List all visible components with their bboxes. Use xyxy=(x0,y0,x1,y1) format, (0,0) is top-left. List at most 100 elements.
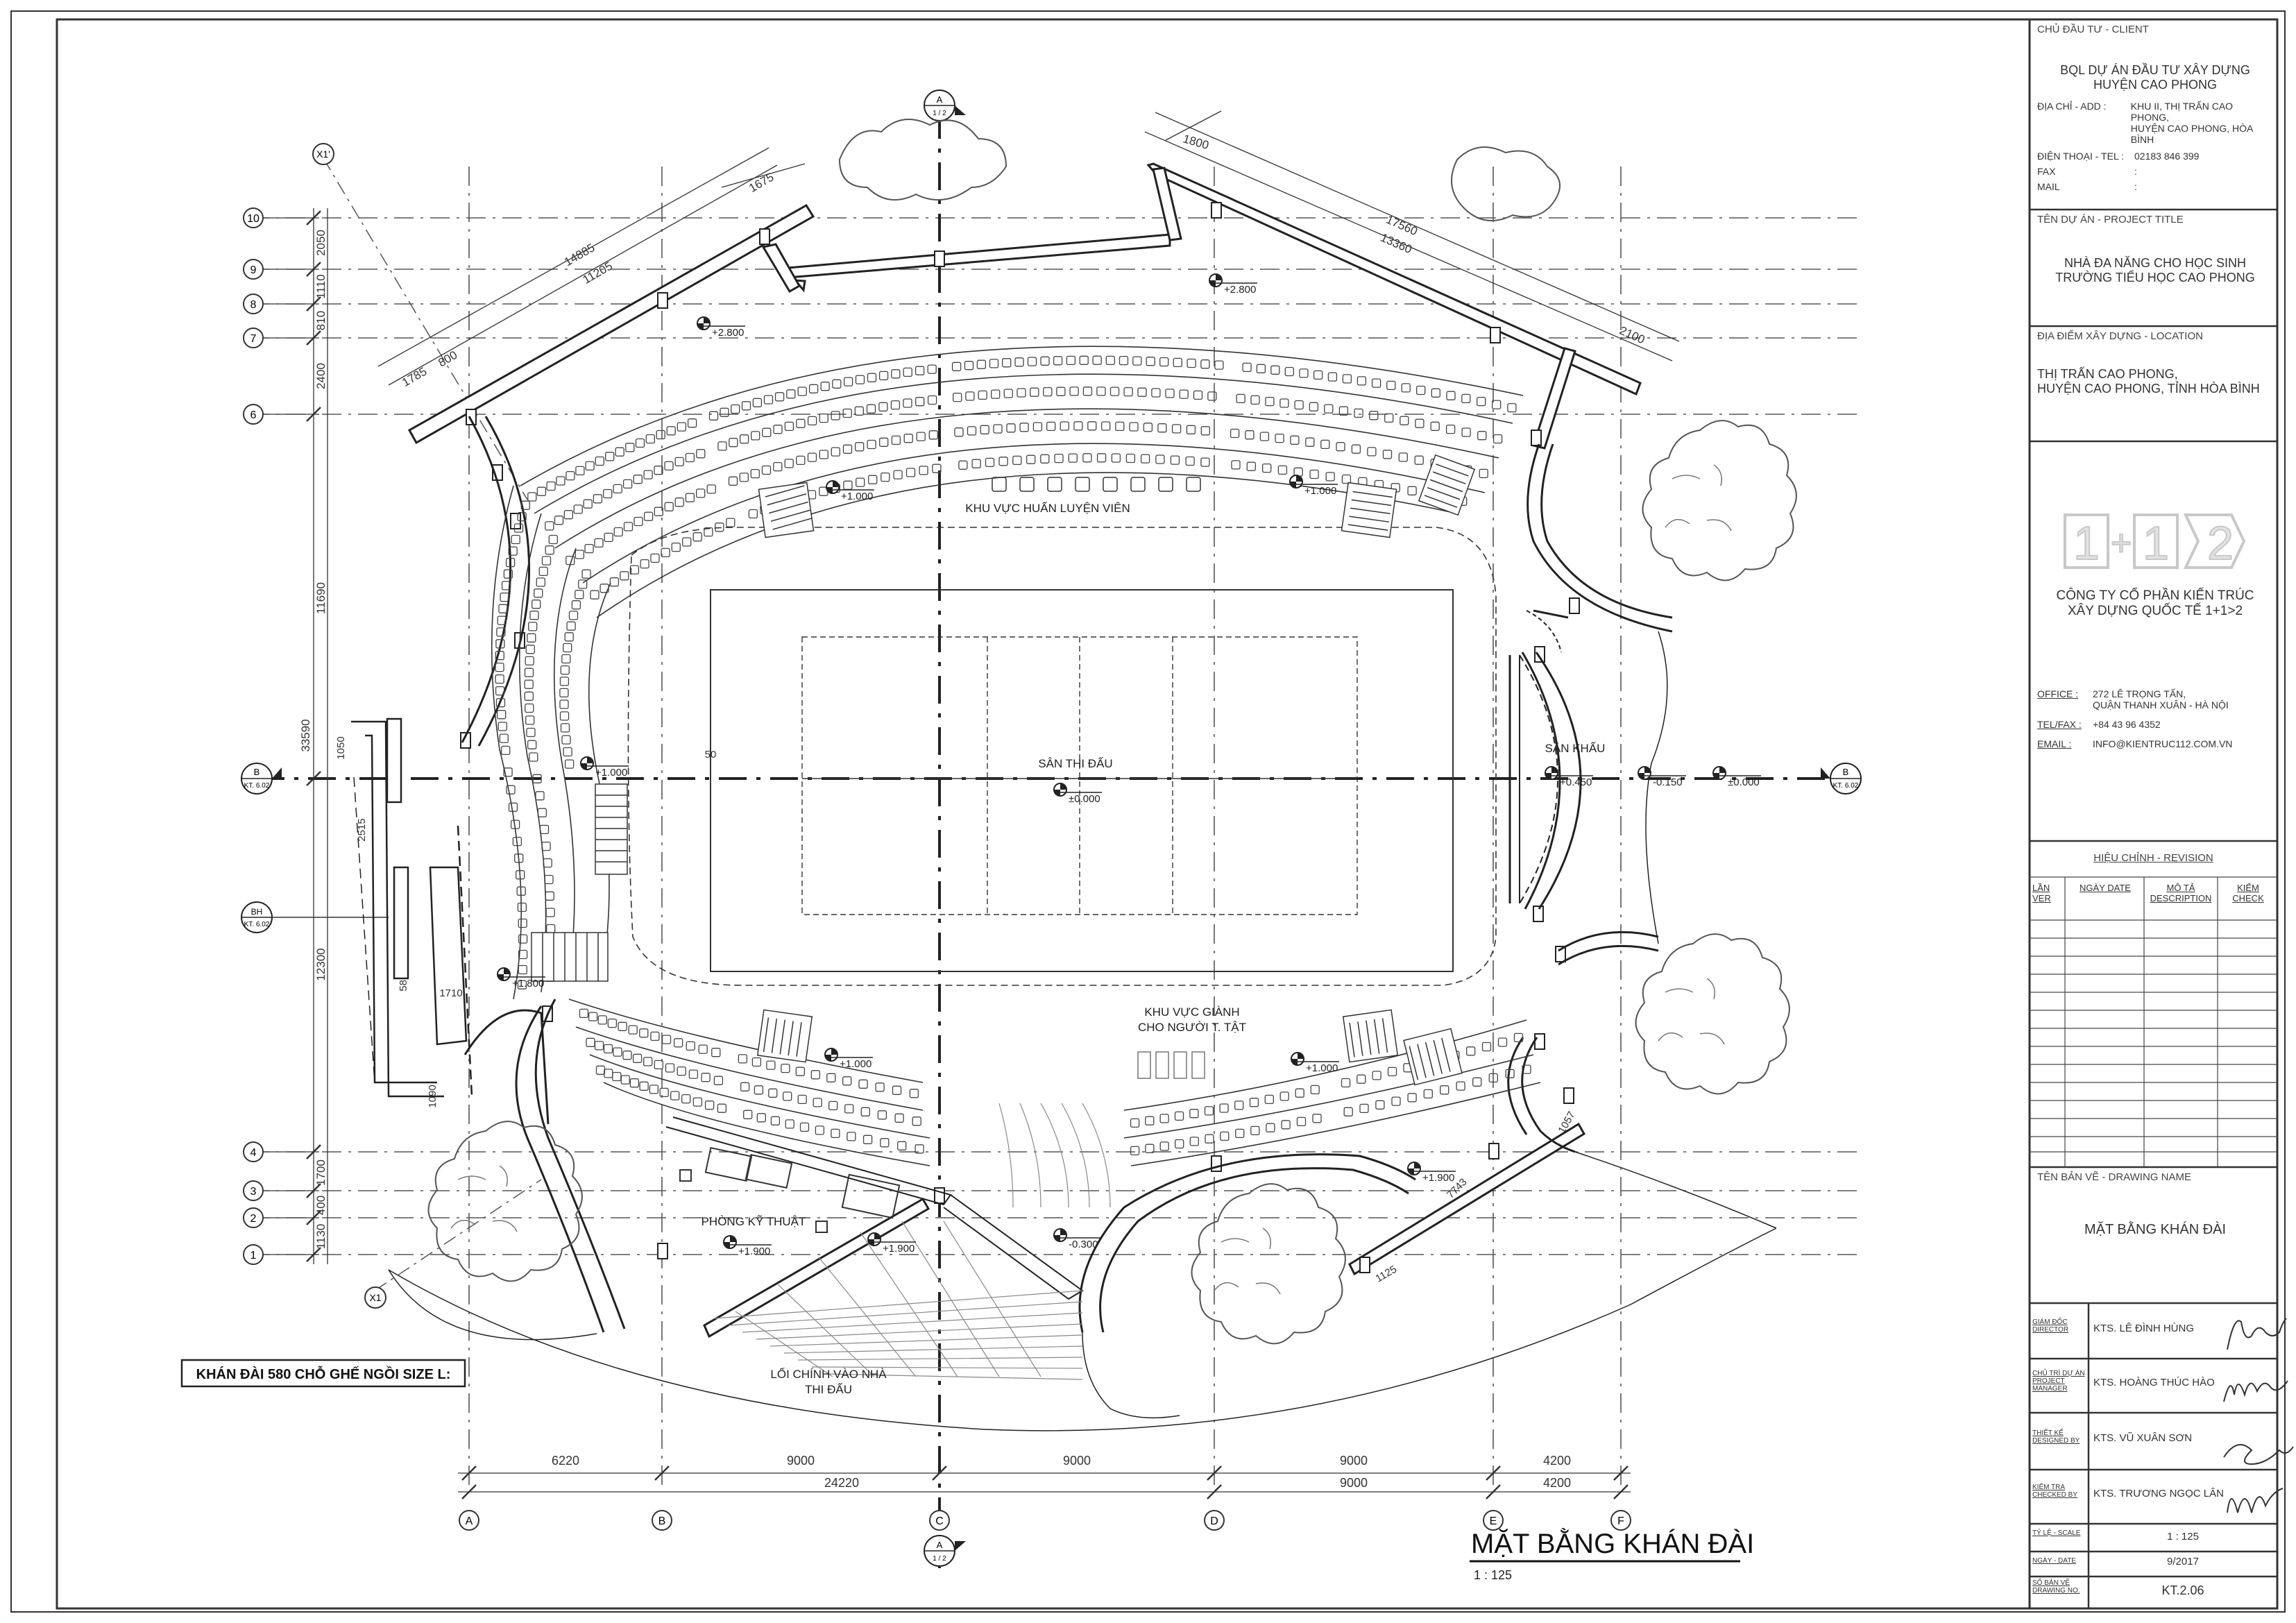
svg-text:+1.000: +1.000 xyxy=(1304,485,1336,497)
seat-icon xyxy=(1140,454,1150,464)
dimension-chain-bottom xyxy=(458,1465,1631,1499)
seat-icon xyxy=(1351,444,1361,454)
title-block-frame xyxy=(2030,208,2277,1608)
seat-icon xyxy=(603,1044,613,1054)
label-disabled-area: KHU VỰC GIÀNH xyxy=(1144,1005,1239,1019)
seat-icon xyxy=(855,442,865,452)
label-main-entry-2: THI ĐẤU xyxy=(805,1383,852,1396)
revision-col-description: MÔ TẢ DESCRIPTION xyxy=(2150,883,2212,903)
seat-icon xyxy=(919,466,928,475)
seat-icon xyxy=(664,502,674,511)
seat-icon xyxy=(1143,423,1153,432)
seat-icon xyxy=(681,1094,691,1104)
seat-icon xyxy=(536,486,547,496)
seat-icon xyxy=(643,470,653,479)
seat-icon xyxy=(1367,447,1377,457)
seat-icon xyxy=(1043,386,1053,397)
seat-icon xyxy=(964,361,974,371)
seat-icon xyxy=(796,418,806,428)
seat-icon xyxy=(1295,1088,1304,1098)
seat-icon xyxy=(713,1076,724,1085)
svg-text:B: B xyxy=(1843,767,1849,777)
seat-icon xyxy=(529,752,538,762)
seat-icon xyxy=(867,439,876,450)
label-stage: SÂN KHẤU xyxy=(1545,742,1606,755)
seat-icon xyxy=(893,470,903,479)
seat-icon xyxy=(1384,413,1394,423)
seat-icon xyxy=(692,1097,703,1107)
seat-icon xyxy=(751,1057,762,1067)
email-label: EMAIL : xyxy=(2037,738,2072,749)
seat-icon xyxy=(620,1075,630,1085)
telfax-label: TEL/FAX : xyxy=(2037,719,2082,730)
seat-icon xyxy=(594,538,604,548)
seat-icon xyxy=(743,1110,753,1119)
seat-icon xyxy=(1125,453,1136,464)
seat-icon xyxy=(1185,456,1195,466)
seat-icon xyxy=(1234,1101,1244,1110)
seat-icon xyxy=(847,1132,856,1141)
seat-icon xyxy=(1002,358,1012,368)
svg-text:+0.450: +0.450 xyxy=(1560,776,1592,788)
seat-icon xyxy=(559,688,569,698)
client-mail-label: MAIL xyxy=(2037,181,2060,192)
seat-icon xyxy=(1082,453,1092,463)
svg-text:400: 400 xyxy=(314,1196,328,1215)
seat-icon xyxy=(741,401,751,411)
signature-checker xyxy=(2227,1488,2284,1513)
sig-role-designer: THIẾT KẾ DESIGNED BY xyxy=(2032,1429,2080,1445)
company-name: CÔNG TY CỔ PHẦN KIẾN TRÚC xyxy=(2056,588,2254,603)
seat-icon xyxy=(881,472,890,482)
seat-icon xyxy=(571,600,581,610)
seat-icon xyxy=(564,632,574,642)
seat-icon xyxy=(748,509,758,519)
seat-icon xyxy=(1204,1106,1214,1116)
seat-icon xyxy=(844,1104,854,1114)
seat-icon xyxy=(905,468,916,477)
seat-icon xyxy=(539,824,550,835)
level-mark: +1.000 xyxy=(826,480,874,502)
client-address-label: ĐỊA CHỈ - ADD : xyxy=(2037,101,2107,112)
seat-icon xyxy=(593,494,603,504)
seat-icon xyxy=(532,600,541,609)
seat-icon xyxy=(528,622,538,631)
seat-icon xyxy=(1111,453,1121,463)
seat-icon xyxy=(1477,431,1487,441)
tree-top-left xyxy=(838,119,1007,201)
seat-icon xyxy=(762,427,772,437)
seat-icon xyxy=(525,703,534,713)
seat-icon xyxy=(976,359,987,369)
seat-note: KHÁN ĐÀI 580 CHỖ GHẾ NGỒI SIZE L: xyxy=(180,1359,466,1388)
seat-icon xyxy=(1200,457,1210,467)
svg-text:1: 1 xyxy=(2073,517,2100,570)
seat-icon xyxy=(1284,366,1294,377)
seat-icon xyxy=(878,402,888,411)
seat-icon xyxy=(1014,357,1024,367)
seat-icon xyxy=(525,656,534,666)
seat-icon xyxy=(1359,1103,1369,1114)
level-mark: ±0.000 xyxy=(1053,783,1102,805)
seat-icon xyxy=(1179,389,1189,399)
seat-icon xyxy=(993,424,1003,434)
facade-left xyxy=(388,416,626,1341)
seat-icon xyxy=(518,965,527,975)
seat-icon xyxy=(785,1119,794,1129)
seat-icon xyxy=(545,545,554,555)
seat-icon xyxy=(633,475,643,484)
seat-icon xyxy=(1060,421,1069,431)
svg-text:3: 3 xyxy=(250,1186,257,1198)
seat-icon xyxy=(1040,454,1050,464)
seat-icon xyxy=(1461,427,1471,437)
seat-icon xyxy=(1446,391,1456,400)
room-labels: KHU VỰC HUẤN LUYỆN VIÊN SÂN THI ĐẤU SÂN … xyxy=(701,502,1606,1396)
seat-icon xyxy=(609,577,620,587)
seat-icon xyxy=(1387,1067,1397,1077)
svg-text:MẶT BẰNG KHÁN ĐÀI: MẶT BẰNG KHÁN ĐÀI xyxy=(1471,1527,1754,1559)
seat-icon xyxy=(1096,386,1106,396)
company-logo: 1 + 1 2 xyxy=(2064,513,2246,570)
seat-icon xyxy=(927,364,937,374)
seat-icon xyxy=(1193,390,1203,400)
label-tech-room: PHÒNG KỸ THUẬT xyxy=(701,1215,806,1228)
seat-icon xyxy=(544,874,554,885)
entry-hatch xyxy=(714,1103,1111,1380)
